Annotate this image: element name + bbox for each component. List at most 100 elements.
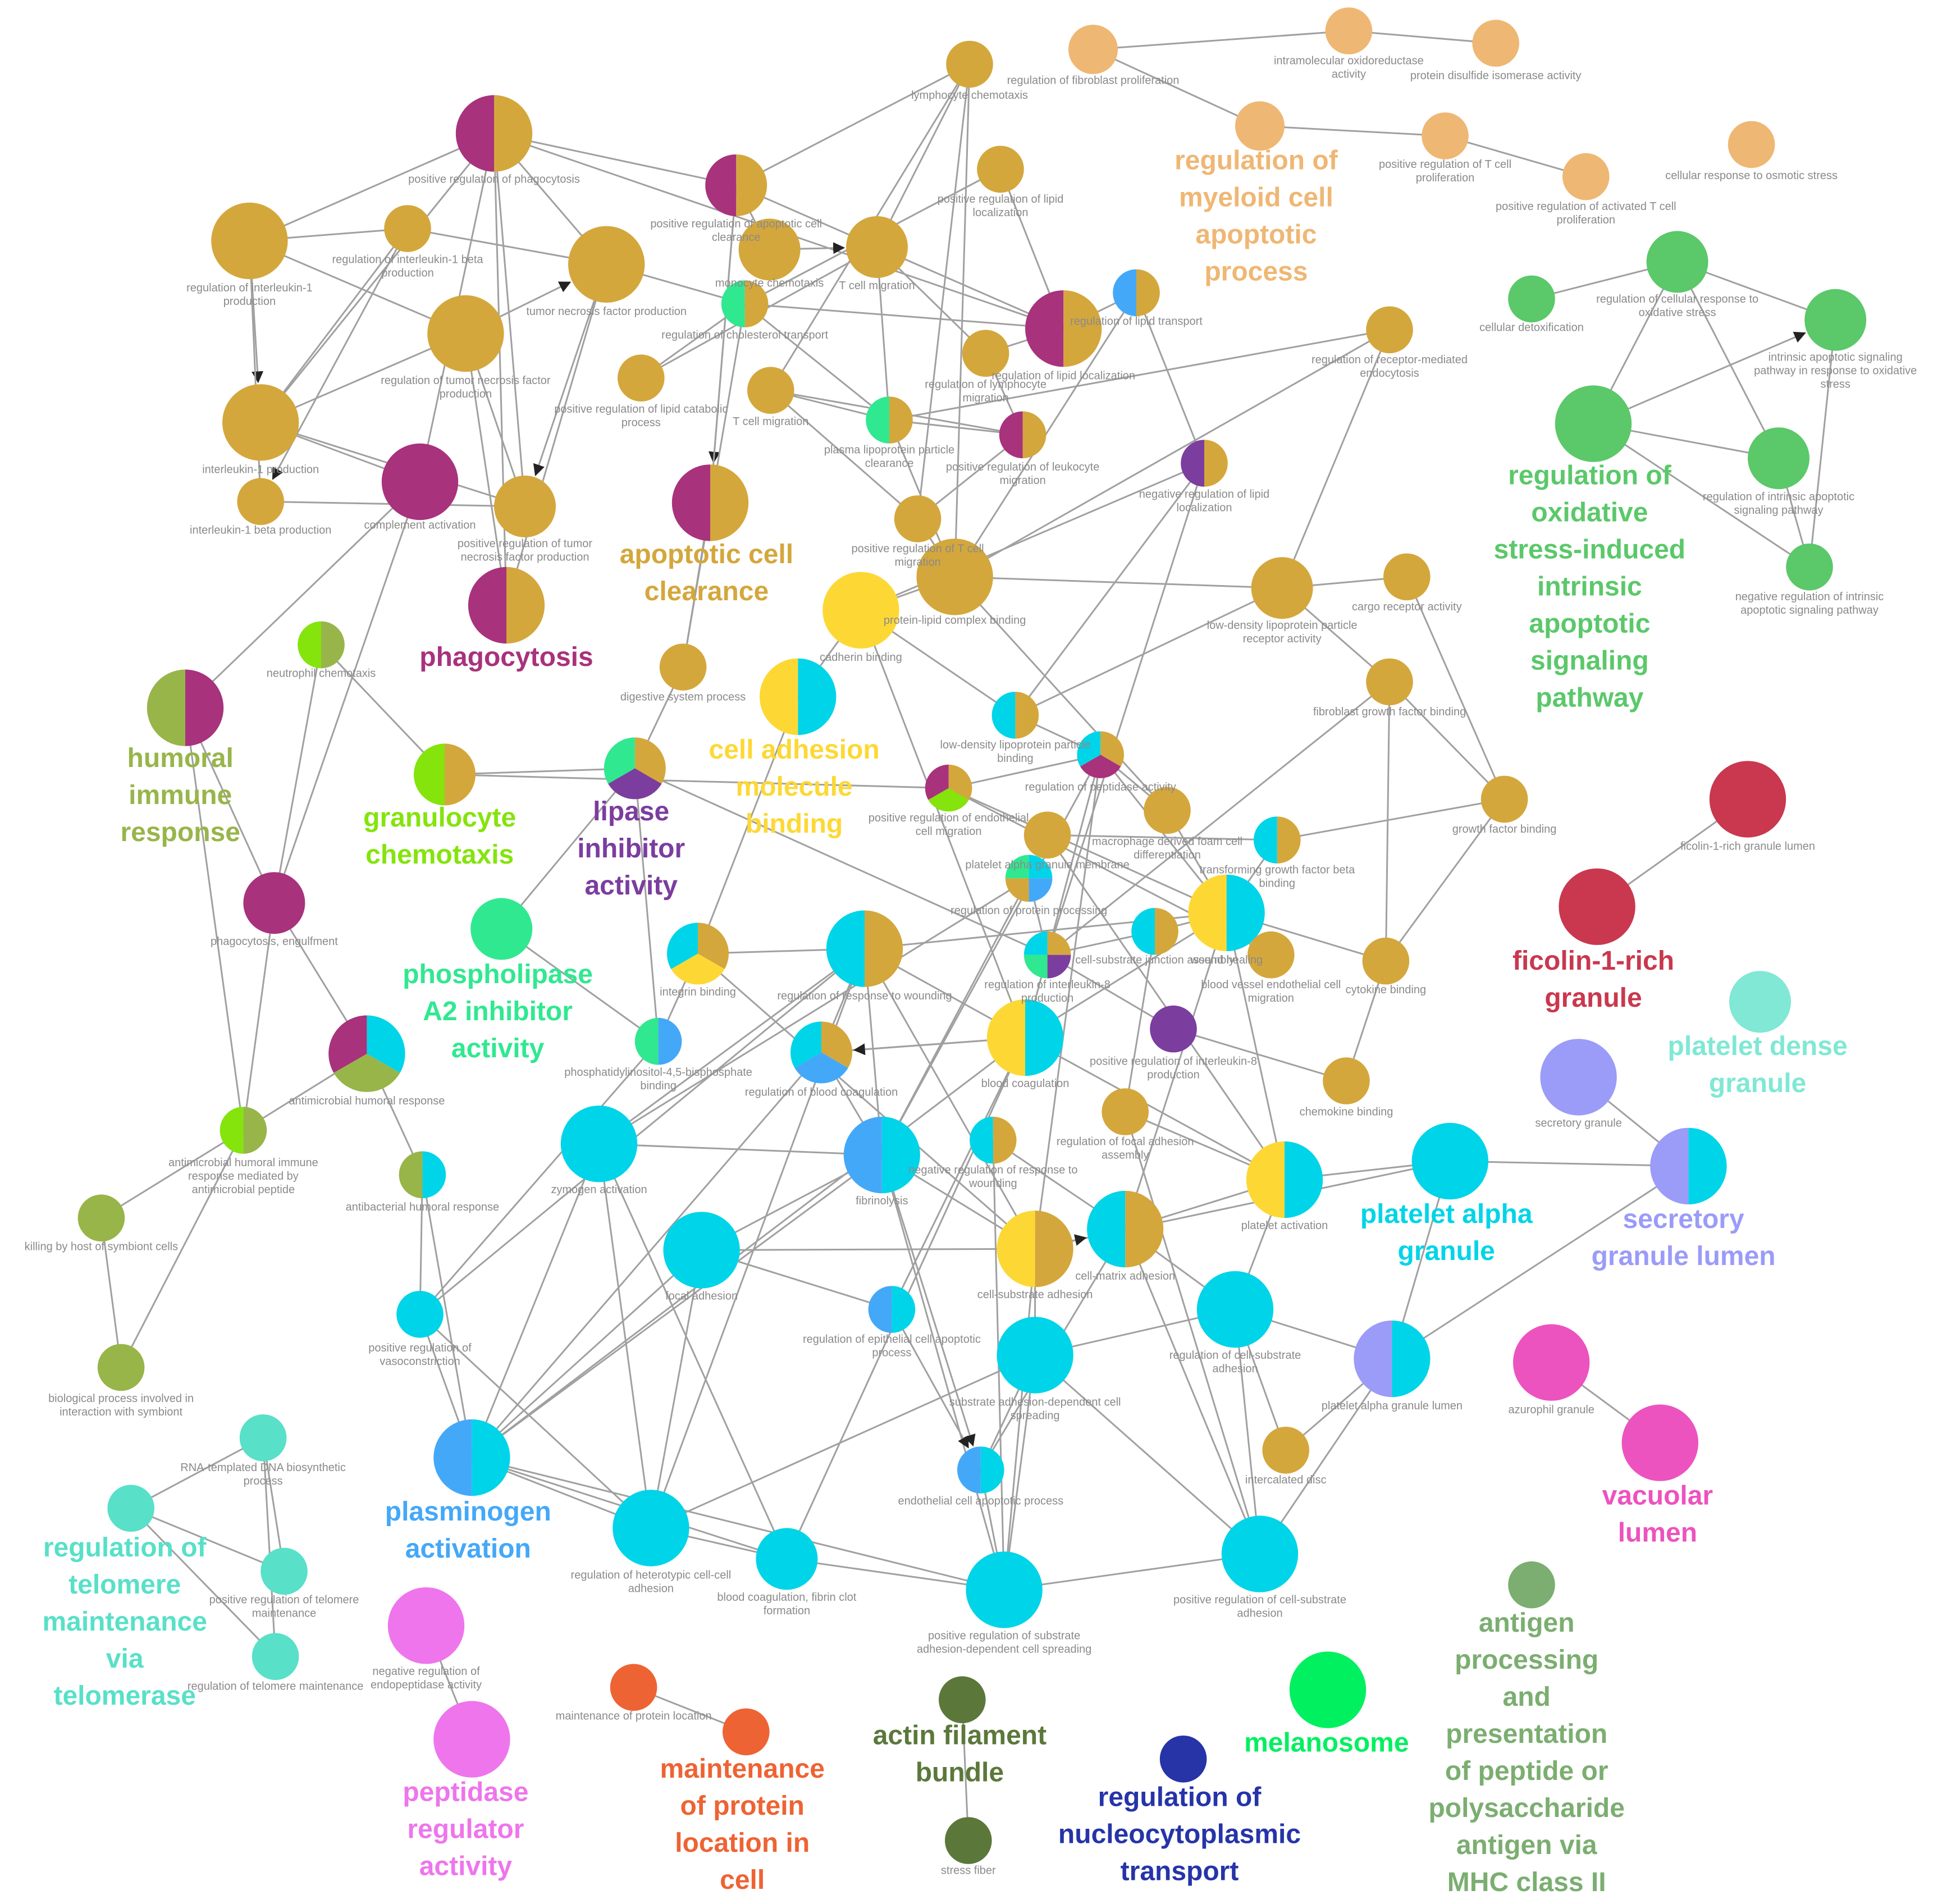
node-reg_intrinsic[interactable]	[1748, 427, 1809, 490]
node-reg_il1b[interactable]	[384, 205, 431, 252]
node-ficolin_lumen[interactable]	[1709, 761, 1786, 838]
node-rna_dna[interactable]	[239, 1414, 287, 1462]
node-reg_tnf[interactable]	[427, 295, 504, 372]
node-secretory_lumen[interactable]	[1650, 1127, 1727, 1204]
node-receptor_endo[interactable]	[1366, 306, 1413, 354]
node-pos_endo_mig[interactable]	[925, 764, 972, 812]
node-tcell_mig[interactable]	[747, 367, 794, 414]
node-humoral[interactable]	[147, 669, 224, 746]
node-pos_sub_spread[interactable]	[966, 1551, 1043, 1628]
node-ficolin[interactable]	[1559, 868, 1635, 946]
node-il1_prod[interactable]	[222, 384, 299, 461]
node-phagocytosis[interactable]	[468, 567, 545, 644]
node-intramol[interactable]	[1325, 7, 1373, 54]
node-nucleo[interactable]	[1159, 1736, 1207, 1783]
node-cell_adh_mol[interactable]	[759, 658, 837, 735]
node-azurophil[interactable]	[1513, 1324, 1590, 1401]
node-pla2_inh[interactable]	[470, 898, 533, 960]
node-ldl_binding[interactable]	[991, 692, 1039, 739]
node-heterotypic[interactable]	[613, 1490, 689, 1567]
node-pos_il8[interactable]	[1150, 1005, 1197, 1053]
node-oxid_cell[interactable]	[1646, 231, 1708, 293]
node-pip2[interactable]	[634, 1017, 682, 1065]
node-pos_telomere[interactable]	[261, 1547, 308, 1595]
node-apop_clear[interactable]	[671, 464, 749, 541]
node-ldl_receptor[interactable]	[1251, 557, 1313, 619]
node-complement[interactable]	[381, 443, 459, 520]
node-neg_lipid[interactable]	[1181, 440, 1228, 487]
node-plasminogen[interactable]	[433, 1419, 510, 1496]
node-platelet_dense[interactable]	[1729, 971, 1791, 1033]
node-fgf_binding[interactable]	[1366, 658, 1413, 706]
node-osmotic[interactable]	[1728, 121, 1775, 168]
node-granulo_chemo[interactable]	[414, 743, 476, 806]
node-pos_tnf[interactable]	[494, 476, 556, 537]
node-amp_humoral[interactable]	[220, 1107, 267, 1154]
node-neg_endopep[interactable]	[387, 1587, 465, 1664]
node-growth_factor[interactable]	[1480, 775, 1528, 823]
node-platelet_alpha[interactable]	[1411, 1122, 1488, 1200]
node-telomere_a[interactable]	[107, 1485, 154, 1532]
node-pos_vaso[interactable]	[396, 1291, 444, 1338]
node-bio_symbiont[interactable]	[97, 1344, 145, 1391]
node-vacuolar[interactable]	[1621, 1404, 1698, 1481]
node-lymph_mig[interactable]	[962, 330, 1009, 377]
node-pos_act_tcell[interactable]	[1562, 153, 1610, 200]
node-ox_main[interactable]	[1555, 385, 1632, 462]
node-wound_healing[interactable]	[1188, 874, 1265, 951]
node-macrophage_foam[interactable]	[1144, 787, 1191, 834]
node-platelet_act[interactable]	[1246, 1141, 1323, 1218]
node-tcell_mig_a[interactable]	[846, 216, 908, 278]
node-fibrin_clot[interactable]	[756, 1528, 818, 1590]
node-maint_prot_loc[interactable]	[610, 1664, 657, 1711]
node-cadherin[interactable]	[822, 572, 899, 649]
node-focal_adh_asm[interactable]	[1102, 1088, 1149, 1135]
node-cell_sub_adh[interactable]	[997, 1211, 1073, 1287]
node-myeloid_a[interactable]	[1235, 101, 1285, 151]
node-cell_matrix_adh[interactable]	[1087, 1190, 1164, 1268]
node-phago_engulf[interactable]	[243, 872, 305, 934]
node-secretory_gran[interactable]	[1540, 1039, 1617, 1116]
node-blood_endo_mig[interactable]	[1247, 931, 1295, 979]
node-intrinsic_ox[interactable]	[1804, 289, 1867, 351]
node-neg_intrinsic[interactable]	[1786, 544, 1833, 591]
node-lipase_inh[interactable]	[604, 737, 666, 800]
node-cytokine_bind[interactable]	[1362, 937, 1410, 985]
node-pos_tcell_mig[interactable]	[894, 495, 942, 542]
node-maint_prot[interactable]	[723, 1708, 770, 1756]
node-fibro_prolif[interactable]	[1068, 25, 1118, 74]
node-reg_telomere[interactable]	[252, 1633, 299, 1680]
node-actin_bundle[interactable]	[939, 1676, 986, 1723]
node-reg_chol[interactable]	[721, 280, 769, 327]
node-plasma_lipo[interactable]	[866, 396, 913, 444]
node-melanosome[interactable]	[1289, 1651, 1367, 1728]
node-chemokine[interactable]	[1323, 1057, 1370, 1104]
node-tgfb_binding[interactable]	[1254, 816, 1301, 864]
node-neutro_chemo[interactable]	[298, 621, 345, 669]
node-substrate_spread[interactable]	[997, 1317, 1073, 1394]
node-lymph_chemo[interactable]	[946, 40, 993, 88]
node-protein_lipid[interactable]	[916, 538, 993, 615]
node-blood_coag[interactable]	[986, 999, 1064, 1076]
node-lipid_loc[interactable]	[1025, 290, 1102, 367]
node-reg_il8[interactable]	[1023, 931, 1071, 979]
node-endo_apop[interactable]	[957, 1446, 1004, 1494]
node-focal_adh[interactable]	[663, 1212, 740, 1289]
node-pos_leuko[interactable]	[999, 411, 1047, 459]
node-antimicrobial[interactable]	[328, 1015, 405, 1092]
node-tnf_prod[interactable]	[568, 226, 645, 303]
node-killing_symb[interactable]	[77, 1194, 125, 1241]
node-pos_cell_sub[interactable]	[1221, 1515, 1299, 1592]
node-reg_epi_apop[interactable]	[868, 1286, 916, 1333]
node-reg_prot_proc[interactable]	[1005, 855, 1053, 902]
node-neg_reg_wound[interactable]	[970, 1116, 1017, 1164]
node-pos_tcell_prolif[interactable]	[1422, 112, 1469, 159]
node-intercalated[interactable]	[1262, 1427, 1309, 1474]
node-peptidase_reg[interactable]	[433, 1701, 510, 1778]
node-reg_il1[interactable]	[211, 202, 288, 280]
node-stress_fiber[interactable]	[945, 1817, 992, 1864]
node-il1b_prod[interactable]	[237, 478, 285, 525]
node-reg_cell_sub[interactable]	[1196, 1271, 1274, 1348]
node-reg_lipid_tr[interactable]	[1113, 269, 1160, 317]
node-digestive[interactable]	[659, 643, 707, 691]
